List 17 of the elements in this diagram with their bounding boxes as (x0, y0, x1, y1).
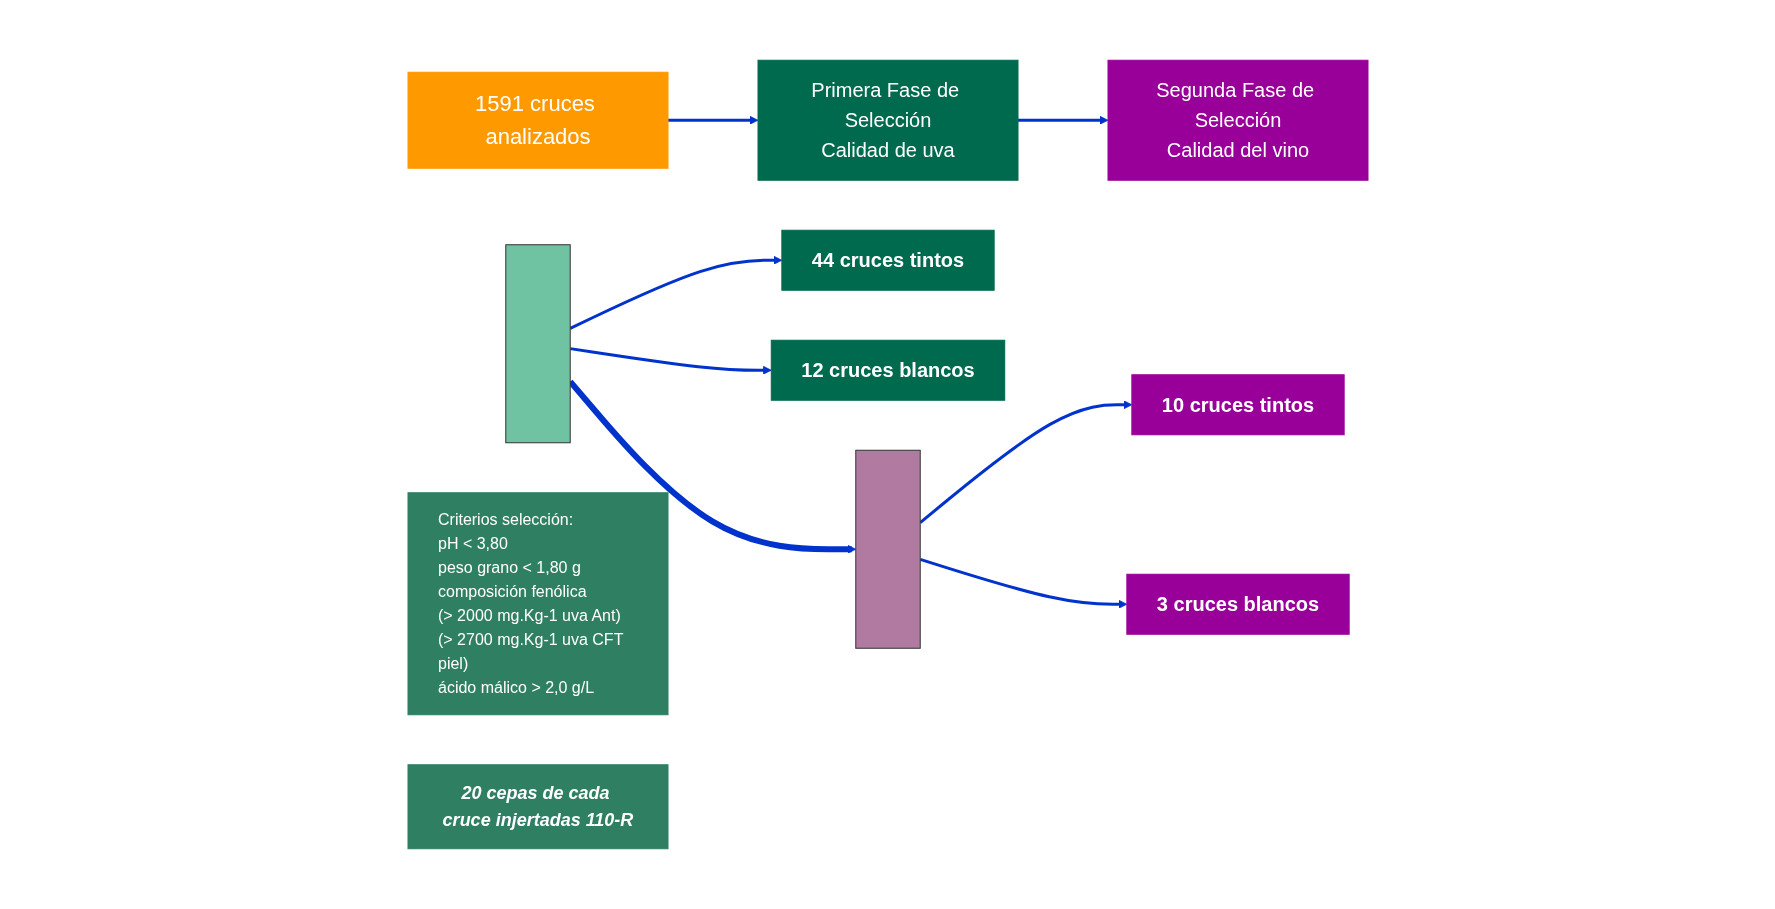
node-box: 20 cepas de cada cruce injertadas 110-R (407, 764, 668, 850)
arrow (919, 557, 1127, 609)
node-box: Primera Fase de Selección Calidad de uva (757, 59, 1018, 181)
arrow (667, 115, 758, 125)
node-box: Segunda Fase de Selección Calidad del vino (1107, 59, 1368, 181)
arrow (569, 347, 772, 375)
node-box: 10 cruces tintos (1130, 374, 1345, 436)
arrow (1017, 115, 1108, 125)
arrow (918, 400, 1132, 524)
node-bar (504, 244, 571, 444)
node-box: Criterios selección: pH < 3,80 peso grano < 1,80 g composición fenólica (> 2000 mg.Kg-1 uva Ant) (> 2700 mg.Kg-1 uva CFT piel) ácido málico > 2,0 g/L (407, 492, 668, 716)
node-box: 3 cruces blancos (1125, 573, 1350, 635)
arrow (569, 255, 782, 330)
node-bar (854, 449, 921, 649)
node-box: 44 cruces tintos (780, 229, 995, 291)
node-box: 12 cruces blancos (770, 339, 1005, 401)
node-box: 1591 cruces analizados (407, 71, 668, 169)
